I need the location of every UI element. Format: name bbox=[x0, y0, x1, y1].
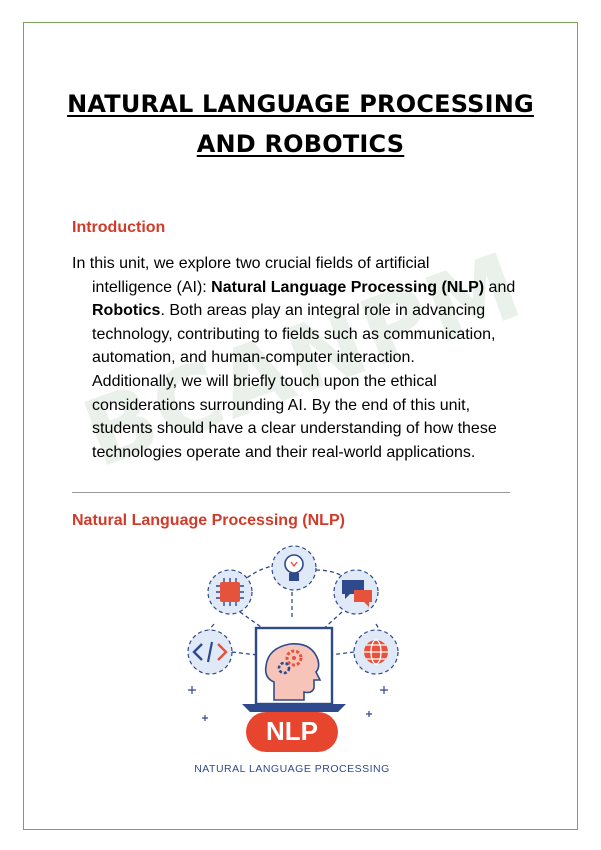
page-title: NATURAL LANGUAGE PROCESSING AND ROBOTICS bbox=[40, 84, 561, 164]
text-run: intelligence (AI): bbox=[92, 278, 212, 296]
paragraph-line: automation, and human-computer interacti… bbox=[92, 349, 415, 367]
chip-icon bbox=[207, 569, 253, 615]
illustration-caption: NATURAL LANGUAGE PROCESSING bbox=[194, 763, 390, 775]
sparkle-marks bbox=[188, 686, 388, 721]
chat-bubbles-icon bbox=[333, 569, 379, 615]
globe-icon bbox=[353, 629, 399, 675]
paragraph-line: technology, contributing to fields such … bbox=[92, 325, 496, 343]
paragraph-line: intelligence (AI): Natural Language Proc… bbox=[72, 276, 542, 300]
page-border bbox=[23, 22, 578, 830]
nlp-heading: Natural Language Processing (NLP) bbox=[72, 512, 345, 529]
paragraph-line: In this unit, we explore two crucial fie… bbox=[72, 255, 430, 272]
bold-term-nlp: Natural Language Processing (NLP) bbox=[211, 278, 485, 296]
title-line-2: AND ROBOTICS bbox=[196, 130, 405, 158]
paragraph-line: Robotics. Both areas play an integral ro… bbox=[72, 299, 542, 323]
section-divider bbox=[72, 492, 510, 493]
nlp-badge: NLP bbox=[246, 712, 338, 752]
nlp-badge-text: NLP bbox=[266, 716, 318, 746]
nlp-illustration: NLP NATURAL LANGUAGE PROCESSING bbox=[187, 545, 399, 775]
code-icon bbox=[187, 629, 233, 675]
text-run: and bbox=[484, 278, 516, 296]
lightbulb-icon bbox=[271, 545, 317, 591]
text-run: . Both areas play an integral role in ad… bbox=[160, 302, 486, 320]
paragraph-line: Additionally, we will briefly touch upon… bbox=[92, 372, 437, 390]
introduction-heading: Introduction bbox=[72, 219, 166, 236]
paragraph-line: students should have a clear understandi… bbox=[92, 420, 497, 438]
paragraph-line: considerations surrounding AI. By the en… bbox=[92, 396, 471, 414]
paragraph-line: technologies operate and their real-worl… bbox=[92, 443, 476, 461]
title-line-1: NATURAL LANGUAGE PROCESSING bbox=[67, 90, 534, 118]
introduction-paragraph: In this unit, we explore two crucial fie… bbox=[72, 252, 542, 464]
laptop-head-icon bbox=[242, 626, 346, 712]
bold-term-robotics: Robotics bbox=[92, 302, 161, 320]
